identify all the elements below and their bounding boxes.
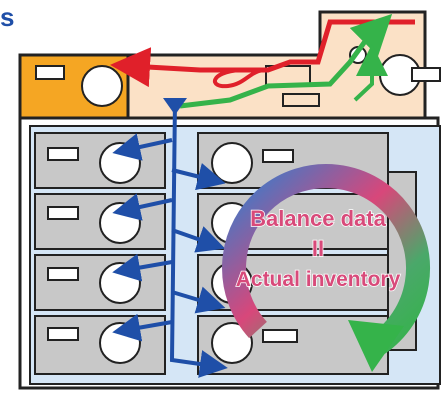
note-slot-icon — [282, 93, 320, 107]
cassette — [34, 193, 166, 250]
green-transport-path — [179, 13, 393, 109]
red-transport-path — [110, 19, 415, 88]
label-line-1: Balance data — [250, 206, 386, 231]
label-line-3: Actual inventory — [236, 268, 401, 291]
blue-distribution — [112, 99, 228, 378]
corner-letter: s — [0, 2, 15, 32]
red-transport-loop — [212, 68, 267, 89]
blue-input-arrowhead — [163, 98, 187, 115]
green-transport-return — [353, 44, 388, 102]
label-line-2: II — [312, 236, 324, 261]
circular-gradient-arrow-icon — [222, 164, 431, 372]
left-cassette-column — [34, 132, 166, 375]
note-slot-icon — [411, 67, 441, 82]
circle-roller-icon — [81, 65, 123, 107]
balance-inventory-label: Balance data II Actual inventory — [235, 205, 401, 292]
cassette — [34, 254, 166, 311]
note-slot-icon — [35, 65, 65, 80]
cassette — [34, 132, 166, 189]
